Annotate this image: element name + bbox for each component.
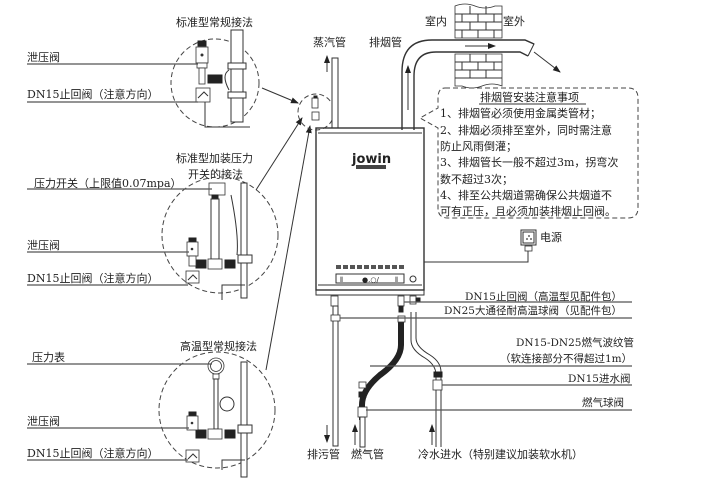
indoor-label: 室内 <box>425 14 447 28</box>
brand-logo: jowin <box>351 152 391 167</box>
top-section: 蒸汽管 排烟管 室内 室外 <box>297 3 561 131</box>
pressure-gauge-icon <box>207 357 235 430</box>
flue-pipe-label: 排烟管 <box>369 35 402 49</box>
check-valve-icon <box>185 270 200 284</box>
check-valve-label: DN15止回阀（注意方向） <box>27 87 158 101</box>
detail-circle <box>161 176 279 294</box>
flue-pipe <box>401 39 535 130</box>
relief-valve-label: 泄压阀 <box>27 50 60 64</box>
pressure-gauge-label: 压力表 <box>32 350 65 364</box>
detail-standard: 标准型常规接法 泄压阀 DN15止回阀（注意方向） <box>27 15 299 128</box>
detail-standard-title: 标准型常规接法 <box>176 15 253 29</box>
water-inlet-valve-label: DN15进水阀 <box>568 372 630 385</box>
notes-line: 可有正压，且必须加装排烟止回阀。 <box>440 204 616 218</box>
drain-pipe <box>332 305 339 447</box>
brand-subtitle-bar <box>356 165 386 169</box>
detail-circle <box>158 351 276 469</box>
check-valve-icon <box>195 87 211 103</box>
gas-ball-valve-label: 燃气球阀 <box>582 396 624 409</box>
svg-text:⫴: ⫴ <box>395 276 398 284</box>
svg-text:●.○/: ●.○/ <box>362 276 379 284</box>
indicator-lights <box>336 265 404 269</box>
check-valve-ht-label: DN15止回阀（高温型见配件包） <box>465 290 622 303</box>
detail-circle <box>170 38 260 128</box>
outdoor-label: 室外 <box>503 14 525 28</box>
notes-line: 数不超过3次； <box>440 172 513 186</box>
control-panel: ⫴ ●.○/ ⫴ <box>335 273 417 284</box>
check-valve-label: DN15止回阀（注意方向） <box>27 271 158 285</box>
gas-hose-label-2: （软连接部分不得超过1m） <box>500 352 632 365</box>
gas-pipe-label: 燃气管 <box>351 447 384 461</box>
flue-notes-callout: 排烟管安装注意事项 1、排烟管必须使用金属类管材； 2、排烟必须排至室外，同时需… <box>418 87 639 219</box>
pressure-switch-icon <box>208 182 226 260</box>
cold-water-label: 冷水进水（特别建议加装软水机） <box>418 447 583 461</box>
bottom-piping <box>324 305 443 448</box>
notes-title: 排烟管安装注意事项 <box>480 90 579 104</box>
detail-ps-title-2: 开关的接法 <box>188 167 243 181</box>
ball-valve-label: DN25大通径耐高温球阀（见配件包） <box>444 304 622 317</box>
drain-pipe-label: 排污管 <box>307 447 340 461</box>
notes-line: 4、排至公共烟道需确保公共烟道不 <box>440 188 612 202</box>
notes-line: 3、排烟管长一般不超过3m，拐弯次 <box>440 155 618 169</box>
steam-pipe <box>331 57 339 129</box>
detail-high-temp: 高温型常规接法 压力表 泄压阀 DN15止回阀 <box>27 125 312 478</box>
relief-valve-label: 泄压阀 <box>27 238 60 252</box>
pressure-switch-label: 压力开关（上限值0.07mpa） <box>34 176 182 190</box>
notes-line: 防止风雨倒灌； <box>440 139 517 153</box>
relief-valve-icon <box>186 237 199 267</box>
notes-line: 1、排烟管必须使用金属类管材； <box>440 106 601 120</box>
bottom-labels: 排污管 燃气管 冷水进水（特别建议加装软水机） <box>307 447 583 461</box>
detail-pressure-switch: 标准型加装压力 开关的接法 压力开关（上限值0.07mpa <box>27 117 303 300</box>
svg-text:⫴: ⫴ <box>340 276 343 284</box>
gas-hose-label-1: DN15-DN25燃气波纹管 <box>516 336 634 349</box>
pipe-icon <box>230 29 244 123</box>
detail-ps-title-1: 标准型加装压力 <box>176 151 253 165</box>
check-valve-icon <box>185 449 200 463</box>
union-icon <box>207 74 223 84</box>
water-heater-appliance: jowin ⫴ ●.○/ ⫴ <box>315 127 425 313</box>
notes-line: 2、排烟必须排至室外，同时需注意 <box>440 123 612 137</box>
steam-pipe-label: 蒸汽管 <box>313 35 346 49</box>
power-label: 电源 <box>540 230 562 244</box>
relief-valve-icon <box>195 40 209 85</box>
relief-valve-icon <box>186 411 199 431</box>
right-labels: DN15止回阀（高温型见配件包） DN25大通径耐高温球阀（见配件包） DN15… <box>340 290 634 411</box>
wall-icon <box>454 3 503 89</box>
relief-valve-label: 泄压阀 <box>27 414 60 428</box>
check-valve-label: DN15止回阀（注意方向） <box>27 446 158 460</box>
gas-corrugated-hose <box>359 318 404 420</box>
detail-ht-title: 高温型常规接法 <box>180 339 257 353</box>
power-outlet: 电源 <box>424 229 562 263</box>
